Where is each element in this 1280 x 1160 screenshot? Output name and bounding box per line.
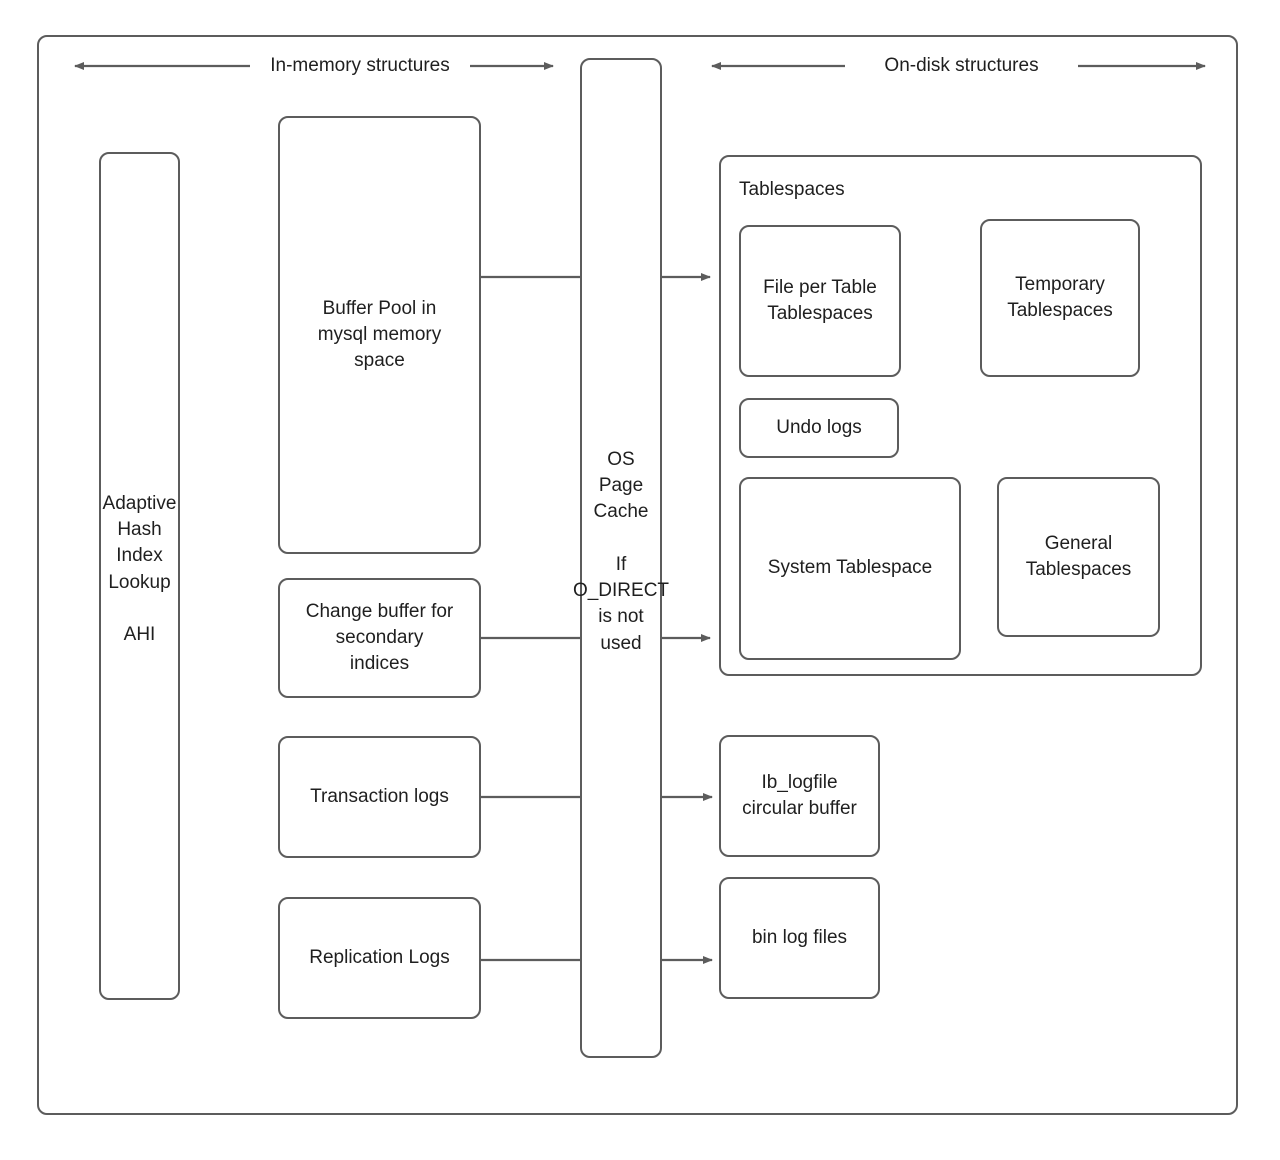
node-system-tablespace: System Tablespace xyxy=(739,477,961,660)
band-label-in-memory: In-memory structures xyxy=(270,55,450,76)
node-adaptive-hash-index xyxy=(99,152,180,1000)
node-undo-logs: Undo logs xyxy=(739,398,899,458)
node-temporary-tablespaces: Temporary Tablespaces xyxy=(980,219,1140,377)
os-page-cache-column xyxy=(580,58,662,1058)
node-general-tablespaces: General Tablespaces xyxy=(997,477,1160,637)
tablespaces-container-label: Tablespaces xyxy=(739,179,845,200)
node-transaction-logs: Transaction logs xyxy=(278,736,481,858)
node-buffer-pool: Buffer Pool in mysql memory space xyxy=(278,116,481,554)
node-tablespaces-container: Tablespaces xyxy=(719,155,1202,676)
band-label-on-disk: On-disk structures xyxy=(884,55,1039,76)
diagram-outer-frame xyxy=(37,35,1238,1115)
node-change-buffer: Change buffer for secondary indices xyxy=(278,578,481,698)
node-replication-logs: Replication Logs xyxy=(278,897,481,1019)
node-bin-log-files: bin log files xyxy=(719,877,880,999)
node-ib-logfile: Ib_logfile circular buffer xyxy=(719,735,880,857)
node-file-per-table-tablespaces: File per Table Tablespaces xyxy=(739,225,901,377)
